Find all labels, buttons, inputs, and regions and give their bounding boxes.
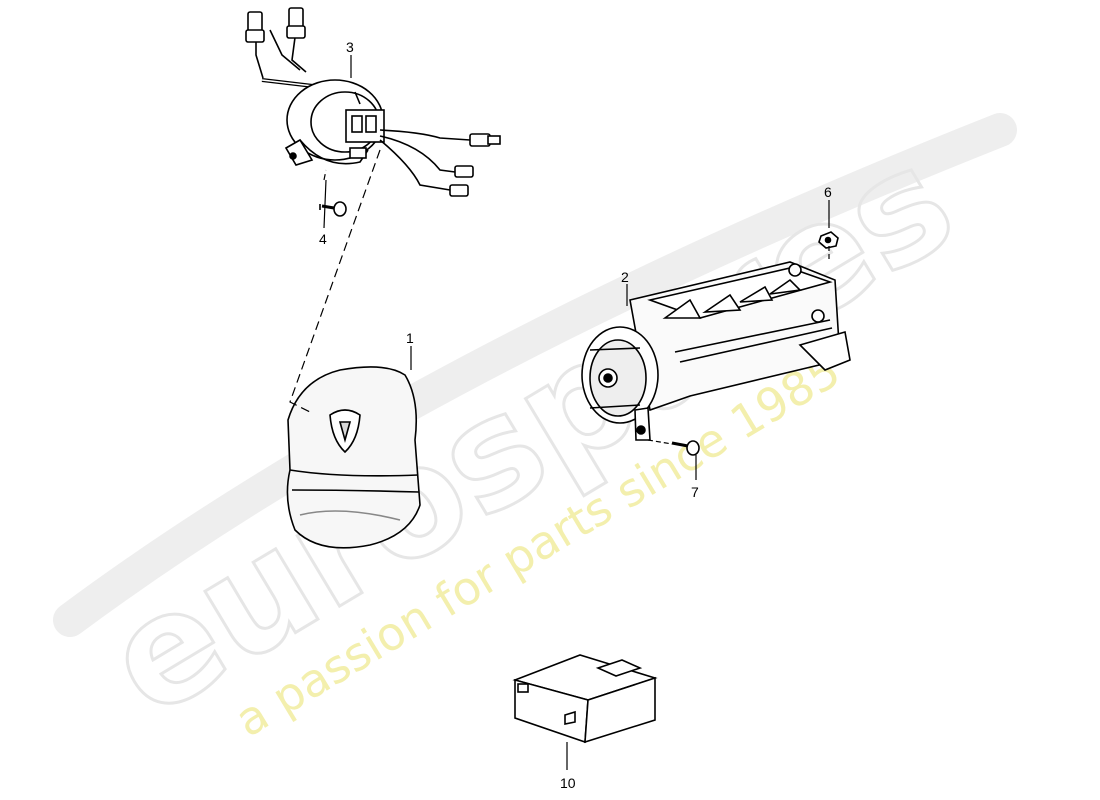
watermark-swoosh [53,113,1017,637]
part-screw-7 [671,440,700,456]
callouts: 3 4 1 2 6 7 10 [319,39,832,791]
callout-10: 10 [560,775,576,791]
callout-7: 7 [691,484,699,500]
part-nut-6 [818,231,839,249]
callout-4: 4 [319,231,327,247]
part-airbag-module [581,261,851,441]
part-clock-spring [245,7,501,197]
leader-lines [289,55,830,770]
callout-2: 2 [621,269,629,285]
callout-6: 6 [824,184,832,200]
callout-3: 3 [346,39,354,55]
part-screw-4 [319,201,347,217]
part-control-unit [512,654,658,744]
watermark: eurospares a passion for parts since 198… [53,112,1017,752]
callout-1: 1 [406,330,414,346]
watermark-brand: eurospares [79,113,982,751]
part-airbag-cover [286,366,421,549]
